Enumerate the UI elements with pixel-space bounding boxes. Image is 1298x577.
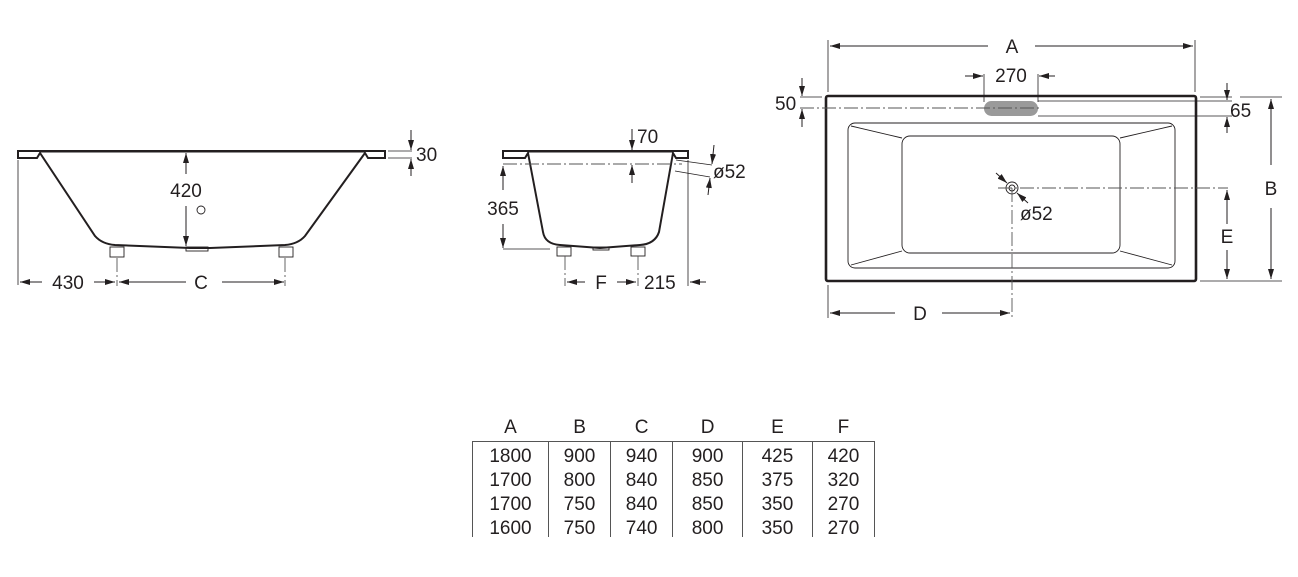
overflow-drop-label: 70 [637,127,658,148]
table-cell: 850 [672,493,743,517]
side-view-outline [17,150,386,249]
feet-spacing-f-label: F [595,273,607,294]
overflow-hole [196,205,206,215]
drain-diameter-label: ø52 [1020,204,1053,225]
top-view: ø52 A 270 50 65 B E [775,37,1282,325]
table-row: 1600 750 740 800 350 270 [472,517,875,537]
table-cell: 840 [610,493,673,517]
table-cell: 1600 [472,517,549,537]
column-header: D [700,416,715,438]
table-cell: 940 [610,441,673,469]
overflow-width-label: 270 [995,66,1027,87]
table-cell: 750 [547,517,611,537]
column-header: E [771,416,784,438]
table-cell: 350 [742,493,813,517]
column-header: A [504,416,517,438]
table-cell: 800 [547,469,611,493]
table-cell: 900 [672,441,743,469]
feet-spacing-c-label: C [194,273,208,294]
table-row: 1700 750 840 850 350 270 [472,493,875,517]
end-view: 70 ø52 365 F 215 [487,127,746,294]
table-header: A B C D E F [473,414,875,442]
table-row: 1800 900 940 900 425 420 [472,441,875,469]
length-a-label: A [1006,37,1019,58]
side-view-feet [109,246,294,258]
overflow-height-label: 365 [487,199,519,220]
column-header: C [634,416,649,438]
dimensions-table: A B C D E F 1800 900 940 900 425 420 170… [472,414,875,537]
table-cell: 375 [742,469,813,493]
overflow-slot [984,101,1038,116]
table-cell: 425 [742,441,813,469]
basin-floor [901,135,1121,254]
table-cell: 350 [742,517,813,537]
table-cell: 1700 [472,493,549,517]
overflow-height-65-label: 65 [1230,101,1251,122]
width-b-label: B [1265,179,1278,200]
table-cell: 850 [672,469,743,493]
end-view-outline [502,150,689,250]
basin-rim [847,122,1176,269]
table-cell: 740 [610,517,673,537]
table-cell: 1800 [472,441,549,469]
table-cell: 270 [811,493,875,517]
side-view: 420 30 430 C [17,130,437,294]
table-cell: 750 [547,493,611,517]
overflow-edge-label: 50 [775,94,796,115]
table-cell: 420 [811,441,875,469]
table-cell: 900 [547,441,611,469]
right-offset-label: 215 [644,273,676,294]
drain-offset-d-label: D [913,304,927,325]
table-cell: 320 [811,469,875,493]
left-offset-label: 430 [52,273,84,294]
depth-label: 420 [170,181,202,202]
table-row: 1700 800 840 850 375 320 [472,469,875,493]
table-cell: 840 [610,469,673,493]
drain-offset-e-label: E [1221,227,1234,248]
table-cell: 270 [811,517,875,537]
top-view-outline [824,94,1198,283]
column-header: B [573,416,586,438]
table-cell: 1700 [472,469,549,493]
rim-label: 30 [416,145,437,166]
column-header: F [837,416,850,438]
overflow-diameter-label: ø52 [713,162,746,183]
table-cell: 800 [672,517,743,537]
